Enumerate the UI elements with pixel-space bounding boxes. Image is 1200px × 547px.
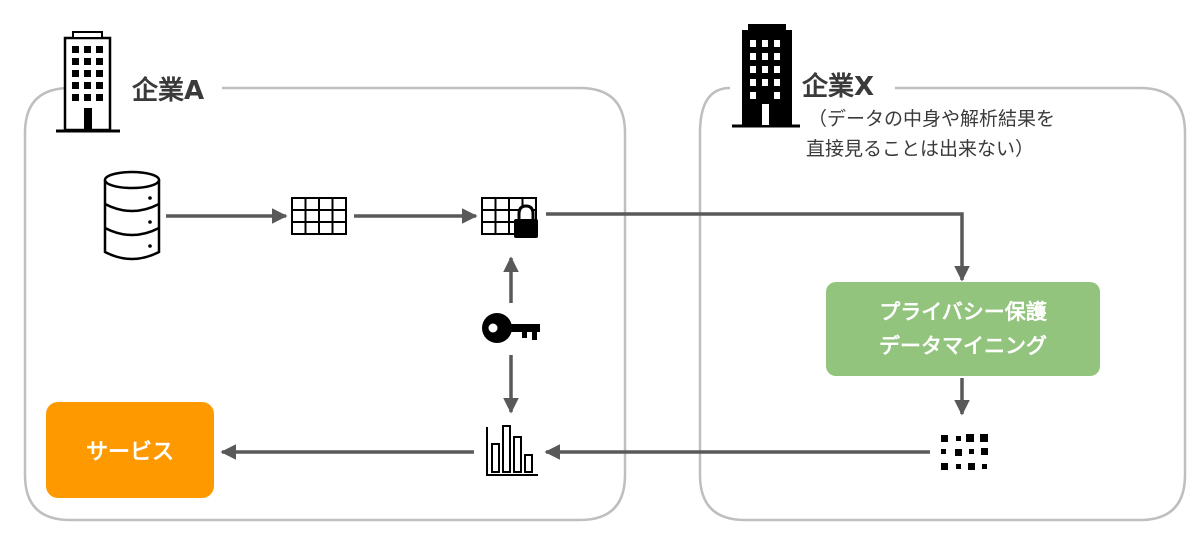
privacy-mining-line2: データマイニング [879,334,1047,358]
encrypted-table-icon [481,197,538,238]
table-icon [291,197,347,235]
company-x-title: 企業X [802,72,875,102]
company-x-note-line2: 直接見ることは出来ない） [806,138,1035,160]
key-icon [482,313,540,343]
database-icon [103,170,161,261]
company-a-frame [23,86,627,522]
company-a-title: 企業A [132,76,205,106]
arrow-encrypted-to-mining [546,212,970,282]
service-box: サービス [46,402,214,498]
company-x-frame [698,86,1187,522]
privacy-mining-line1: プライバシー保護 [879,300,1047,324]
privacy-mining-box: プライバシー保護 データマイニング [826,282,1100,376]
building-filled-icon [732,24,800,128]
service-label: サービス [85,440,174,465]
building-outline-icon [56,31,120,133]
company-x-note-line1: （データの中身や解析結果を [808,108,1056,130]
flow-arrows [166,208,970,460]
bar-chart-icon [486,425,538,476]
dots-result-icon [941,434,988,470]
